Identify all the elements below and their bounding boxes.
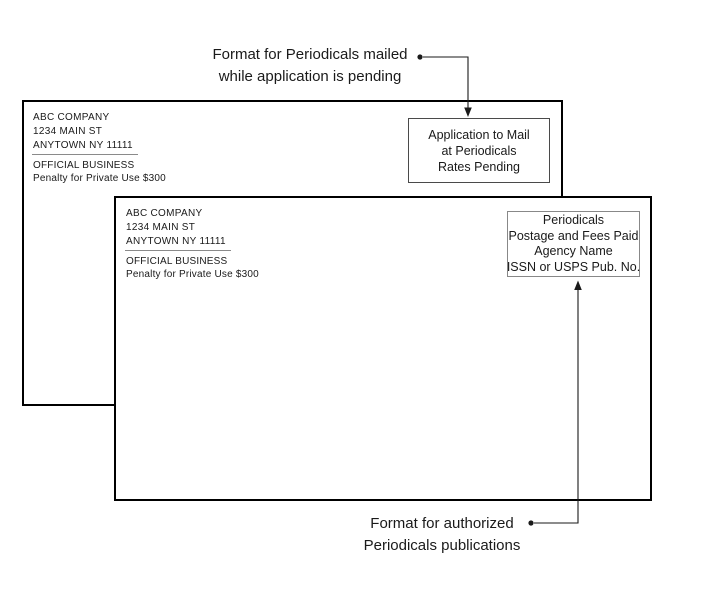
- address-line: ANYTOWN NY 11111: [33, 140, 133, 151]
- callout-line: while application is pending: [218, 67, 402, 85]
- permit-line: Postage and Fees Paid: [508, 228, 639, 243]
- callout-line: Periodicals publications: [363, 536, 521, 554]
- official-line: Penalty for Private Use $300: [126, 269, 259, 280]
- permit-line: Application to Mail: [428, 127, 530, 142]
- callout-authorized: Format for authorized Periodicals public…: [330, 513, 554, 556]
- callout-pending: Format for Periodicals mailed while appl…: [190, 44, 430, 87]
- official-line: OFFICIAL BUSINESS: [33, 160, 135, 171]
- permit-line: at Periodicals: [441, 143, 517, 158]
- address-line: 1234 MAIN ST: [33, 126, 103, 137]
- permit-line: Agency Name: [534, 244, 613, 258]
- address-line: 1234 MAIN ST: [126, 222, 196, 233]
- address-line: ABC COMPANY: [33, 112, 110, 123]
- callout-line: Format for Periodicals mailed: [212, 46, 408, 63]
- permit-box-pending: Application to Mail at Periodicals Rates…: [408, 118, 550, 183]
- official-line: Penalty for Private Use $300: [33, 173, 166, 184]
- callout-line: Format for authorized: [370, 515, 514, 532]
- address-divider: [125, 250, 231, 251]
- permit-line: Periodicals: [542, 213, 605, 227]
- return-address: ABC COMPANY 1234 MAIN ST ANYTOWN NY 1111…: [126, 207, 226, 249]
- permit-line: Rates Pending: [437, 159, 520, 174]
- official-line: OFFICIAL BUSINESS: [126, 256, 228, 267]
- address-line: ABC COMPANY: [126, 208, 203, 219]
- official-business-block: OFFICIAL BUSINESS Penalty for Private Us…: [126, 255, 259, 281]
- envelope-authorized: ABC COMPANY 1234 MAIN ST ANYTOWN NY 1111…: [114, 196, 652, 501]
- official-business-block: OFFICIAL BUSINESS Penalty for Private Us…: [33, 159, 166, 185]
- permit-box-authorized: Periodicals Postage and Fees Paid Agency…: [507, 211, 640, 277]
- address-line: ANYTOWN NY 11111: [126, 236, 226, 247]
- address-divider: [32, 154, 138, 155]
- return-address: ABC COMPANY 1234 MAIN ST ANYTOWN NY 1111…: [33, 111, 133, 153]
- permit-line: ISSN or USPS Pub. No.: [506, 259, 641, 274]
